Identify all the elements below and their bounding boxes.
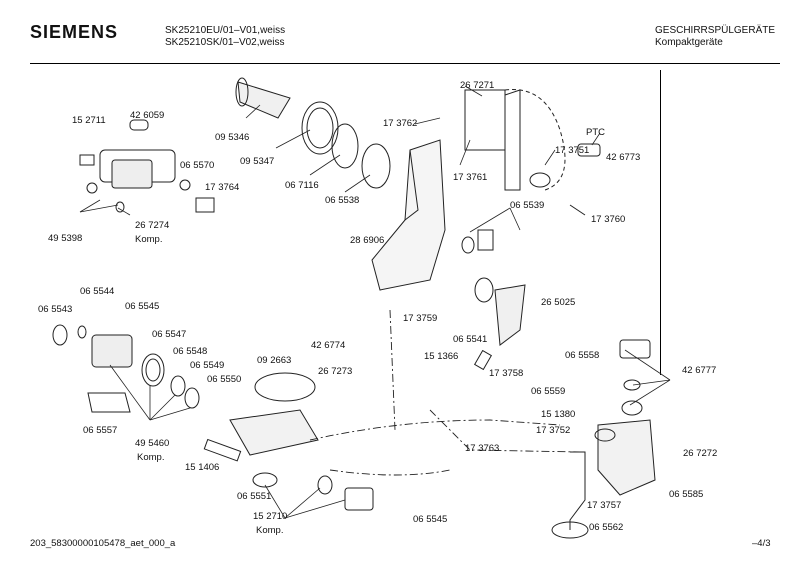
page-number: –4/3 [752,538,771,549]
part-label: 15 1366 [424,351,459,362]
part-label: 49 5398 [48,233,83,244]
sump-assembly [203,372,374,511]
part-label: 17 3761 [453,172,488,183]
part-label: 49 5460 [135,438,170,449]
part-label: 15 1406 [185,462,220,473]
part-label: 09 2663 [257,355,292,366]
part-label: 28 6906 [350,235,385,246]
part-label: Komp. [137,452,165,463]
part-label: 06 5551 [237,491,272,502]
part-label: 17 3759 [403,313,438,324]
part-label: 26 7272 [683,448,718,459]
part-label: 06 5544 [80,286,115,297]
part-label: 06 5548 [173,346,208,357]
part-label: 09 5346 [215,132,250,143]
part-label: 06 7116 [285,180,319,191]
part-label: 09 5347 [240,156,275,167]
filter-and-rings [235,77,391,189]
part-label: 06 5557 [83,425,118,436]
part-label: 06 5570 [180,160,215,171]
part-label: 26 7274 [135,220,170,231]
model-line-2: SK25210SK/01–V02,weiss [165,37,285,48]
part-label: 15 2710 [253,511,288,522]
part-label: 06 5562 [589,522,624,533]
part-label: 06 5543 [38,304,73,315]
dispenser-group [461,229,656,539]
part-label: 06 5545 [125,301,160,312]
leader-lines [79,85,671,519]
part-label: 17 3751 [555,145,590,156]
part-label: 06 5538 [325,195,360,206]
part-label: 17 3758 [489,368,524,379]
part-label: 26 5025 [541,297,576,308]
part-label: PTC [586,127,605,138]
pump-group [52,324,200,413]
part-label: 17 3764 [205,182,240,193]
part-label: 15 1380 [541,409,576,420]
part-label: 15 2711 [72,115,106,126]
part-label: 06 5558 [565,350,600,361]
part-label: 06 5585 [669,489,704,500]
part-label: 42 6774 [311,340,346,351]
brand-logo: SIEMENS [30,22,119,42]
part-label: 17 3760 [591,214,626,225]
subcategory-title: Kompaktgeräte [655,37,723,48]
part-label: Komp. [256,525,284,536]
part-label: 42 6777 [682,365,717,376]
part-label: 26 7271 [460,80,495,91]
water-tank [371,89,601,291]
part-label: 06 5547 [152,329,187,340]
part-label: 17 3752 [536,425,571,436]
part-label: 42 6059 [130,110,165,121]
part-label: 26 7273 [318,366,353,377]
part-label: 06 5545 [413,514,448,525]
header-rule [30,63,780,64]
part-label: 06 5541 [453,334,488,345]
valve-assembly [79,119,215,213]
part-label: 17 3762 [383,118,418,129]
part-label: Komp. [135,234,163,245]
part-label: 42 6773 [606,152,641,163]
document-id: 203_58300000105478_aet_000_a [30,538,176,549]
model-line-1: SK25210EU/01–V01,weiss [165,25,286,36]
category-title: GESCHIRRSPÜLGERÄTE [655,25,776,36]
part-label: 06 5539 [510,200,545,211]
section-divider [660,70,661,375]
part-label: 17 3763 [465,443,500,454]
part-label: 17 3757 [587,500,622,511]
part-label: 06 5550 [207,374,242,385]
part-label: 06 5549 [190,360,225,371]
flow-lines [309,309,581,476]
part-label: 06 5559 [531,386,566,397]
